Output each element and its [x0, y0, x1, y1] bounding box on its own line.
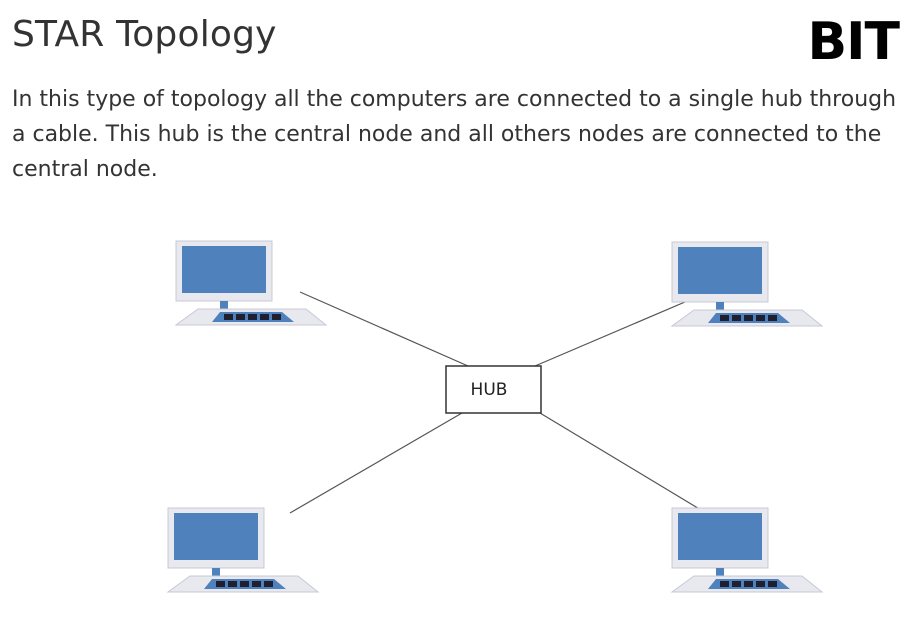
laptop-icon: [175, 240, 327, 326]
cable-bottom-right: [539, 412, 707, 514]
hub-node: HUB: [445, 365, 542, 414]
cable-bottom-left: [289, 412, 463, 514]
cable-top-left: [299, 291, 469, 367]
topology-description: In this type of topology all the compute…: [12, 87, 897, 182]
page-title: STAR Topology: [12, 14, 277, 55]
laptop-icon: [167, 507, 319, 593]
hub-label: HUB: [471, 380, 508, 400]
laptop-icon: [671, 507, 823, 593]
cable-top-right: [534, 292, 707, 367]
bit-logo: BIT: [807, 12, 900, 72]
laptop-icon: [671, 241, 823, 327]
